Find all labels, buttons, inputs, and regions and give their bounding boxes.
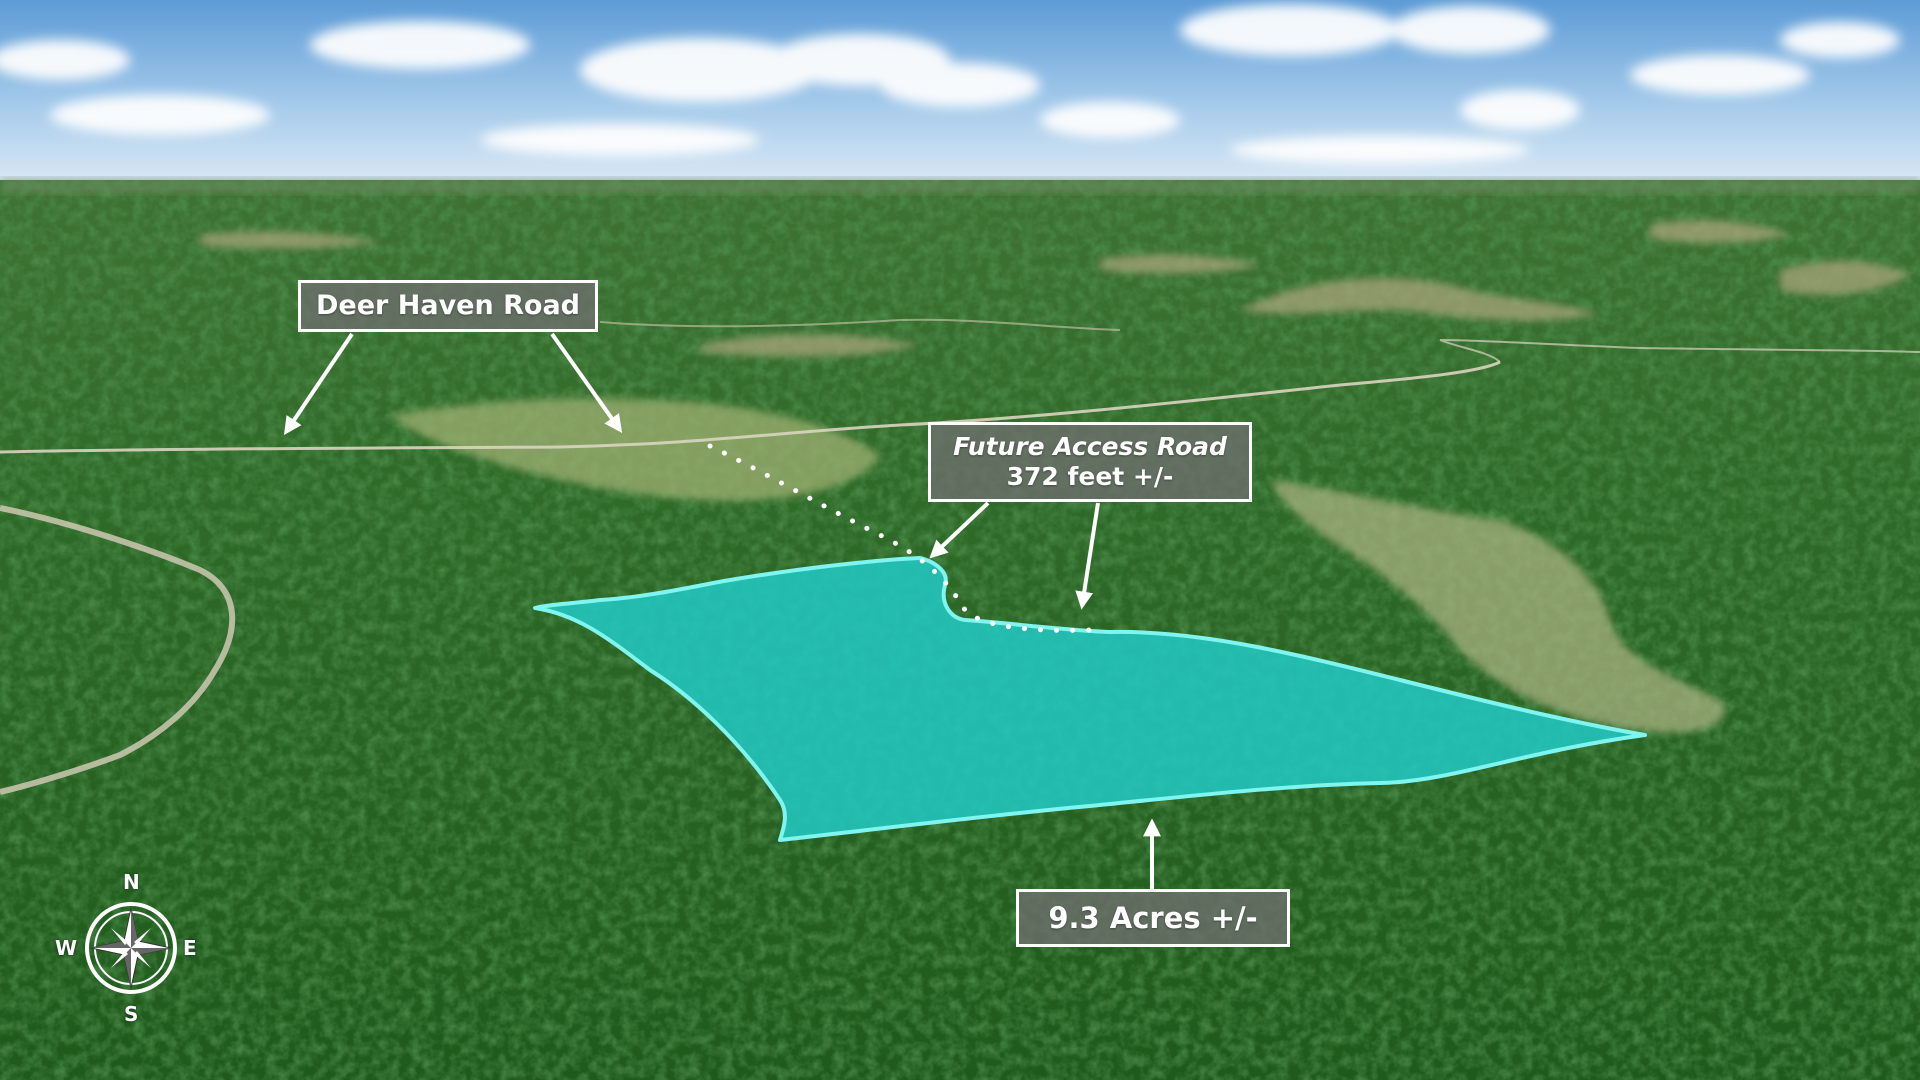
access-arrow-right: [1075, 502, 1100, 610]
road-arrow-left: [283, 332, 354, 435]
compass-south-letter: S: [124, 1002, 139, 1026]
deer-haven-road: [0, 360, 1501, 454]
arrows: [283, 332, 1161, 889]
future-access-road-label: Future Access Road 372 feet +/-: [928, 422, 1252, 502]
road-clearing: [390, 398, 880, 501]
access-title-text: Future Access Road: [953, 432, 1227, 461]
parcel-boundary[interactable]: [533, 556, 1647, 842]
compass-east-letter: E: [183, 936, 197, 960]
future-access-road-path: [707, 443, 1093, 633]
compass-north-letter: N: [123, 870, 140, 894]
compass-west-letter: W: [55, 936, 78, 960]
acreage-label: 9.3 Acres +/-: [1016, 889, 1290, 947]
road-name-text: Deer Haven Road: [316, 289, 580, 321]
access-arrow-left: [929, 501, 990, 559]
acreage-text: 9.3 Acres +/-: [1048, 900, 1258, 935]
west-road: [0, 505, 236, 795]
distant-road: [1439, 339, 1920, 363]
road-name-label: Deer Haven Road: [298, 280, 598, 332]
clouds: [0, 4, 1900, 164]
east-clearing: [1270, 480, 1726, 733]
access-length-text: 372 feet +/-: [1006, 462, 1174, 491]
compass-rose-icon: [85, 902, 177, 994]
road-arrow-right: [550, 332, 623, 433]
distant-clearings: [200, 220, 1910, 357]
